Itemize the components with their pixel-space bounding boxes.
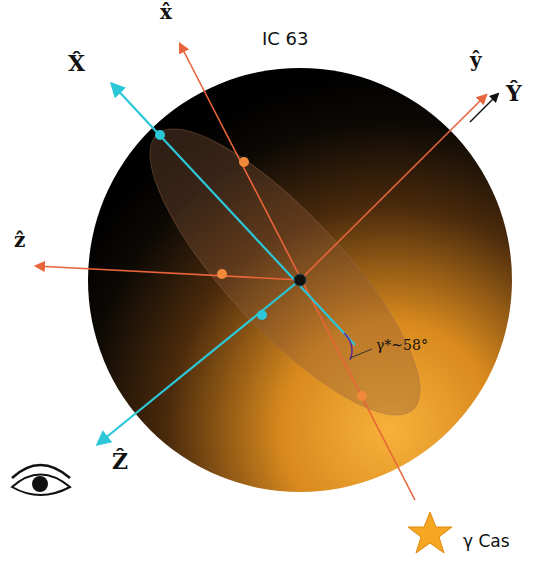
disk-ellipse xyxy=(114,95,455,449)
angle-label: γ*~58° xyxy=(376,338,428,352)
axis-label: Ẑ xyxy=(112,450,128,472)
star-symbol xyxy=(408,512,452,553)
eye-symbol xyxy=(12,465,70,495)
big-x-axis xyxy=(112,84,355,345)
big-z-axis xyxy=(98,280,300,444)
dot xyxy=(257,310,267,320)
axis-label: ẑ xyxy=(14,230,25,250)
z-axis xyxy=(36,266,300,280)
big-y-axis xyxy=(470,94,498,122)
angle-arc xyxy=(344,333,352,360)
x-axis xyxy=(180,44,415,500)
star-label: γ Cas xyxy=(463,533,510,550)
dot xyxy=(217,269,227,279)
axis-label: X̂ xyxy=(68,52,85,74)
dot xyxy=(155,130,165,140)
dot xyxy=(239,157,249,167)
title-label: IC 63 xyxy=(262,30,309,48)
axis-label: Ŷ xyxy=(506,82,522,104)
axis-label: x̂ xyxy=(160,2,172,22)
leader-line xyxy=(350,349,372,358)
y-axis xyxy=(300,95,486,280)
dot xyxy=(357,391,367,401)
center-dot xyxy=(294,274,306,286)
axis-label: ŷ xyxy=(470,50,482,70)
sphere xyxy=(88,68,512,492)
